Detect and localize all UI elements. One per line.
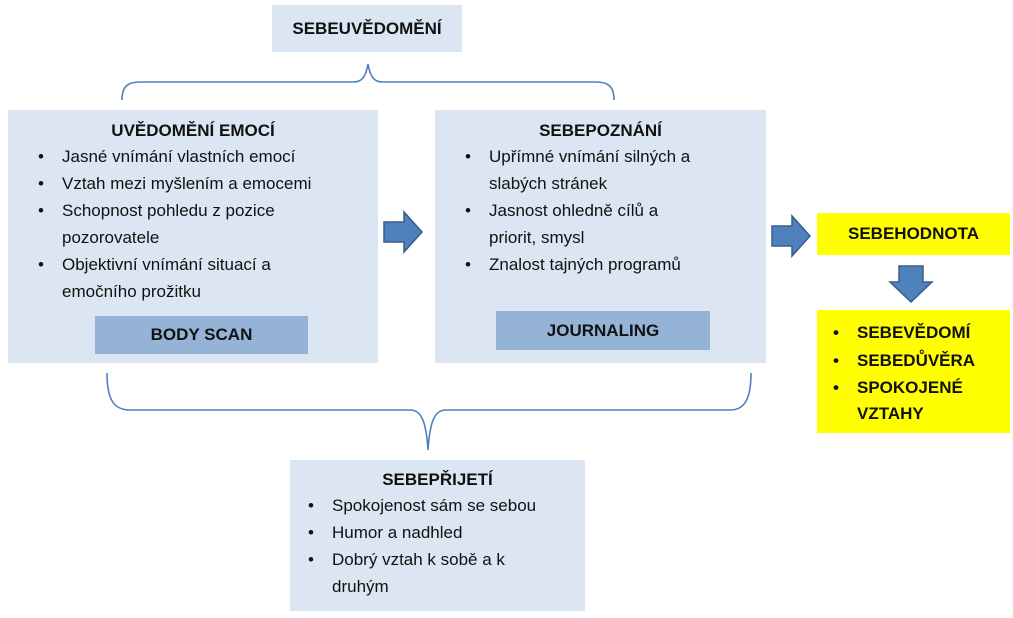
selfknowledge-title: SEBEPOZNÁNÍ: [539, 121, 662, 140]
list-item: Upřímné vnímání silných a slabých stráne…: [459, 143, 734, 197]
list-item: Objektivní vnímání situací a emočního pr…: [32, 251, 332, 305]
acceptance-title: SEBEPŘIJETÍ: [382, 470, 493, 489]
list-item: SPOKOJENÉ VZTAHY: [827, 375, 967, 427]
journaling-label: JOURNALING: [496, 311, 710, 350]
acceptance-box: SEBEPŘIJETÍ Spokojenost sám se sebou Hum…: [290, 460, 585, 611]
bottom-brace: [106, 372, 752, 451]
top-brace: [121, 63, 615, 101]
list-item: Jasné vnímání vlastních emocí: [32, 143, 372, 170]
list-item: Vztah mezi myšlením a emocemi: [32, 170, 372, 197]
top-concept-box: SEBEUVĚDOMĚNÍ: [272, 5, 462, 52]
body-scan-label: BODY SCAN: [95, 316, 308, 354]
list-item: SEBEVĚDOMÍ: [827, 319, 1010, 347]
results-list: SEBEVĚDOMÍ SEBEDŮVĚRA SPOKOJENÉ VZTAHY: [827, 319, 1010, 427]
arrow-right-icon: [383, 210, 424, 254]
list-item: Humor a nadhled: [302, 519, 572, 546]
list-item: SEBEDŮVĚRA: [827, 347, 1010, 375]
list-item: Schopnost pohledu z pozice pozorovatele: [32, 197, 322, 251]
arrow-right-icon: [771, 214, 812, 258]
acceptance-list: Spokojenost sám se sebou Humor a nadhled…: [302, 492, 572, 600]
list-item: Spokojenost sám se sebou: [302, 492, 572, 519]
selfworth-title: SEBEHODNOTA: [848, 224, 979, 243]
emotions-list: Jasné vnímání vlastních emocí Vztah mezi…: [32, 143, 372, 305]
emotions-title: UVĚDOMĚNÍ EMOCÍ: [111, 121, 275, 140]
emotions-box: UVĚDOMĚNÍ EMOCÍ Jasné vnímání vlastních …: [8, 110, 378, 363]
selfworth-box: SEBEHODNOTA: [817, 213, 1010, 255]
top-concept-title: SEBEUVĚDOMĚNÍ: [292, 18, 442, 38]
arrow-down-icon: [888, 265, 934, 304]
list-item: Jasnost ohledně cílů a priorit, smysl: [459, 197, 699, 251]
list-item: Znalost tajných programů: [459, 251, 749, 278]
selfknowledge-list: Upřímné vnímání silných a slabých stráne…: [459, 143, 749, 278]
list-item: Dobrý vztah k sobě a k druhým: [302, 546, 547, 600]
selfknowledge-box: SEBEPOZNÁNÍ Upřímné vnímání silných a sl…: [435, 110, 766, 363]
results-box: SEBEVĚDOMÍ SEBEDŮVĚRA SPOKOJENÉ VZTAHY: [817, 310, 1010, 433]
